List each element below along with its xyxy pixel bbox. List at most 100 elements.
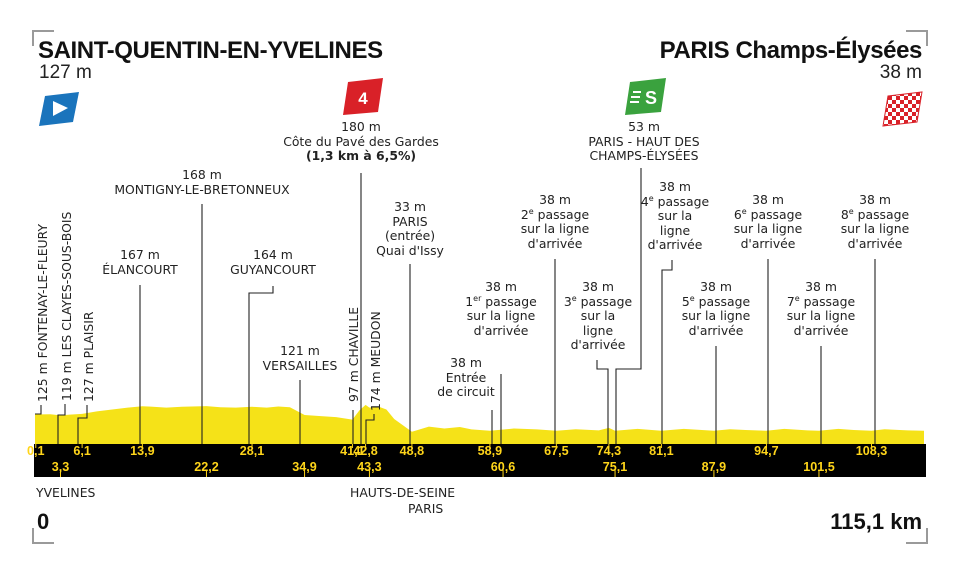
climb-name: Côte du Pavé des Gardes [283, 133, 439, 149]
label-guyancourt: 164 m GUYANCOURT [203, 247, 343, 277]
passage-5-line3: sur la ligne [681, 308, 751, 324]
versailles-name: VERSAILLES [262, 357, 338, 373]
passage-2-line3: sur la ligne [520, 221, 590, 237]
passage-3-line4: ligne [582, 322, 614, 338]
passage-7-sup: e [794, 293, 800, 303]
climb-label: 180 m Côte du Pavé des Gardes (1,3 km à … [261, 119, 461, 164]
finish-checkered-flag-icon [882, 91, 923, 127]
distance-band [34, 444, 926, 477]
passage-4-line5: d'arrivée [647, 237, 703, 253]
sprint-label: 53 m PARIS - HAUT DES CHAMPS-ÉLYSÉES [544, 119, 744, 164]
guyancourt-altitude: 164 m [253, 247, 293, 262]
passage-6-number: 6 [733, 206, 742, 222]
passage-8-altitude: 38 m [859, 192, 891, 207]
vlabel-clayes: 119 m LES CLAYES-SOUS-BOIS [59, 211, 74, 401]
passage-3-word: passage [576, 293, 633, 309]
climb-category-4-icon: 4 [343, 78, 383, 115]
sprint-line2: CHAMPS-ÉLYSÉES [589, 148, 699, 164]
montigny-altitude: 168 m [182, 167, 222, 182]
km-label-top-5: 42,8 [353, 444, 378, 458]
passage-8-label: 38 m 8e passage sur la ligne d'arrivée [830, 192, 920, 251]
passage-7-title: 7e passage [776, 293, 866, 310]
km-label-top-0: 0,1 [27, 444, 45, 458]
km-label-bottom-3: 43,3 [357, 460, 382, 474]
passage-7-line4: d'arrivée [793, 322, 849, 338]
leader-passage-3 [596, 360, 609, 444]
passage-1-sup: er [473, 293, 482, 303]
passage-5-number: 5 [681, 293, 690, 309]
passage-8-title: 8e passage [830, 207, 920, 223]
passage-3-line3: sur la [580, 308, 616, 324]
finish-town: PARIS Champs-Élysées [659, 37, 923, 64]
passage-6-word: passage [746, 206, 803, 222]
passage-2-number: 2 [520, 206, 529, 222]
km-label-top-9: 74,3 [596, 444, 622, 458]
climb-category-label: 4 [358, 89, 368, 108]
km-label-top-7: 58,9 [477, 444, 503, 458]
finish-altitude: 38 m [879, 62, 922, 83]
passage-2-label: 38 m 2e passage sur la ligne d'arrivée [510, 192, 600, 251]
passage-7-altitude: 38 m [805, 279, 837, 294]
passage-6-title: 6e passage [723, 206, 813, 223]
vlabel-fontenay: 125 m FONTENAY-LE-FLEURY [35, 223, 50, 402]
km-label-top-2: 13,9 [130, 444, 155, 458]
passage-4-title: 4e passage [630, 193, 720, 210]
km-label-top-4: 41,1 [340, 444, 365, 458]
passage-2-word: passage [533, 206, 590, 222]
distance-total: 115,1 km [830, 509, 922, 534]
start-town: SAINT-QUENTIN-EN-YVELINES [38, 37, 383, 64]
km-label-top-3: 28,1 [239, 444, 265, 458]
passage-6-line4: d'arrivée [740, 235, 796, 251]
issy-entree: (entrée) [384, 228, 436, 244]
leader-passage-4 [661, 260, 673, 444]
passage-5-title: 5e passage [671, 293, 761, 310]
km-label-top-1: 6,1 [73, 444, 91, 458]
passage-3-number: 3 [563, 293, 572, 309]
sprint-badge-label: S [645, 88, 657, 108]
km-label-top-8: 67,5 [544, 444, 569, 458]
km-label-bottom-1: 22,2 [194, 460, 219, 474]
distance-ticks [35, 444, 872, 477]
km-label-bottom-4: 60,6 [490, 460, 516, 474]
label-versailles: 121 m VERSAILLES [240, 343, 360, 373]
passage-2-line4: d'arrivée [527, 235, 583, 251]
passage-1-line3: sur la ligne [466, 308, 536, 324]
passage-7-line3: sur la ligne [786, 308, 856, 324]
passage-1-label: 38 m 1er passage sur la ligne d'arrivée [456, 279, 546, 338]
leader-fontenay [35, 405, 42, 415]
km-label-bottom-7: 101,5 [803, 460, 835, 474]
climb-altitude: 180 m [341, 119, 381, 134]
passage-5-altitude: 38 m [700, 279, 732, 294]
passage-6-label: 38 m 6e passage sur la ligne d'arrivée [723, 192, 813, 251]
guyancourt-name: GUYANCOURT [230, 261, 316, 277]
passage-8-line4: d'arrivée [847, 235, 903, 251]
region-paris: PARIS [408, 501, 444, 516]
sprint-line1: PARIS - HAUT DES [588, 133, 700, 149]
distance-start: 0 [37, 509, 50, 534]
sprint-altitude: 53 m [628, 119, 660, 134]
passage-4-line4: ligne [659, 222, 691, 238]
frame-corner-bottom-right [906, 528, 928, 544]
start-flag-icon [39, 92, 79, 126]
elancourt-altitude: 167 m [120, 247, 160, 262]
passage-1-altitude: 38 m [485, 279, 517, 294]
km-label-top-12: 108,3 [855, 444, 888, 458]
passage-3-altitude: 38 m [582, 279, 614, 294]
issy-altitude: 33 m [394, 199, 426, 214]
montigny-name: MONTIGNY-LE-BRETONNEUX [114, 181, 290, 197]
leader-clayes [57, 404, 66, 444]
passage-3-line5: d'arrivée [570, 337, 626, 353]
km-label-bottom-0: 3,3 [51, 460, 70, 474]
climb-detail: (1,3 km à 6,5%) [305, 148, 417, 164]
passage-5-word: passage [694, 293, 751, 309]
passage-4-sup: e [648, 193, 654, 203]
passage-7-number: 7 [786, 293, 795, 309]
label-elancourt: 167 m ÉLANCOURT [70, 247, 210, 277]
passage-4-line3: sur la [657, 208, 693, 224]
circuit-entree: Entrée [445, 369, 487, 385]
vlabel-meudon: 174 m MEUDON [368, 311, 383, 411]
passage-6-altitude: 38 m [752, 192, 784, 207]
region-hauts-de-seine: HAUTS-DE-SEINE [350, 485, 456, 500]
